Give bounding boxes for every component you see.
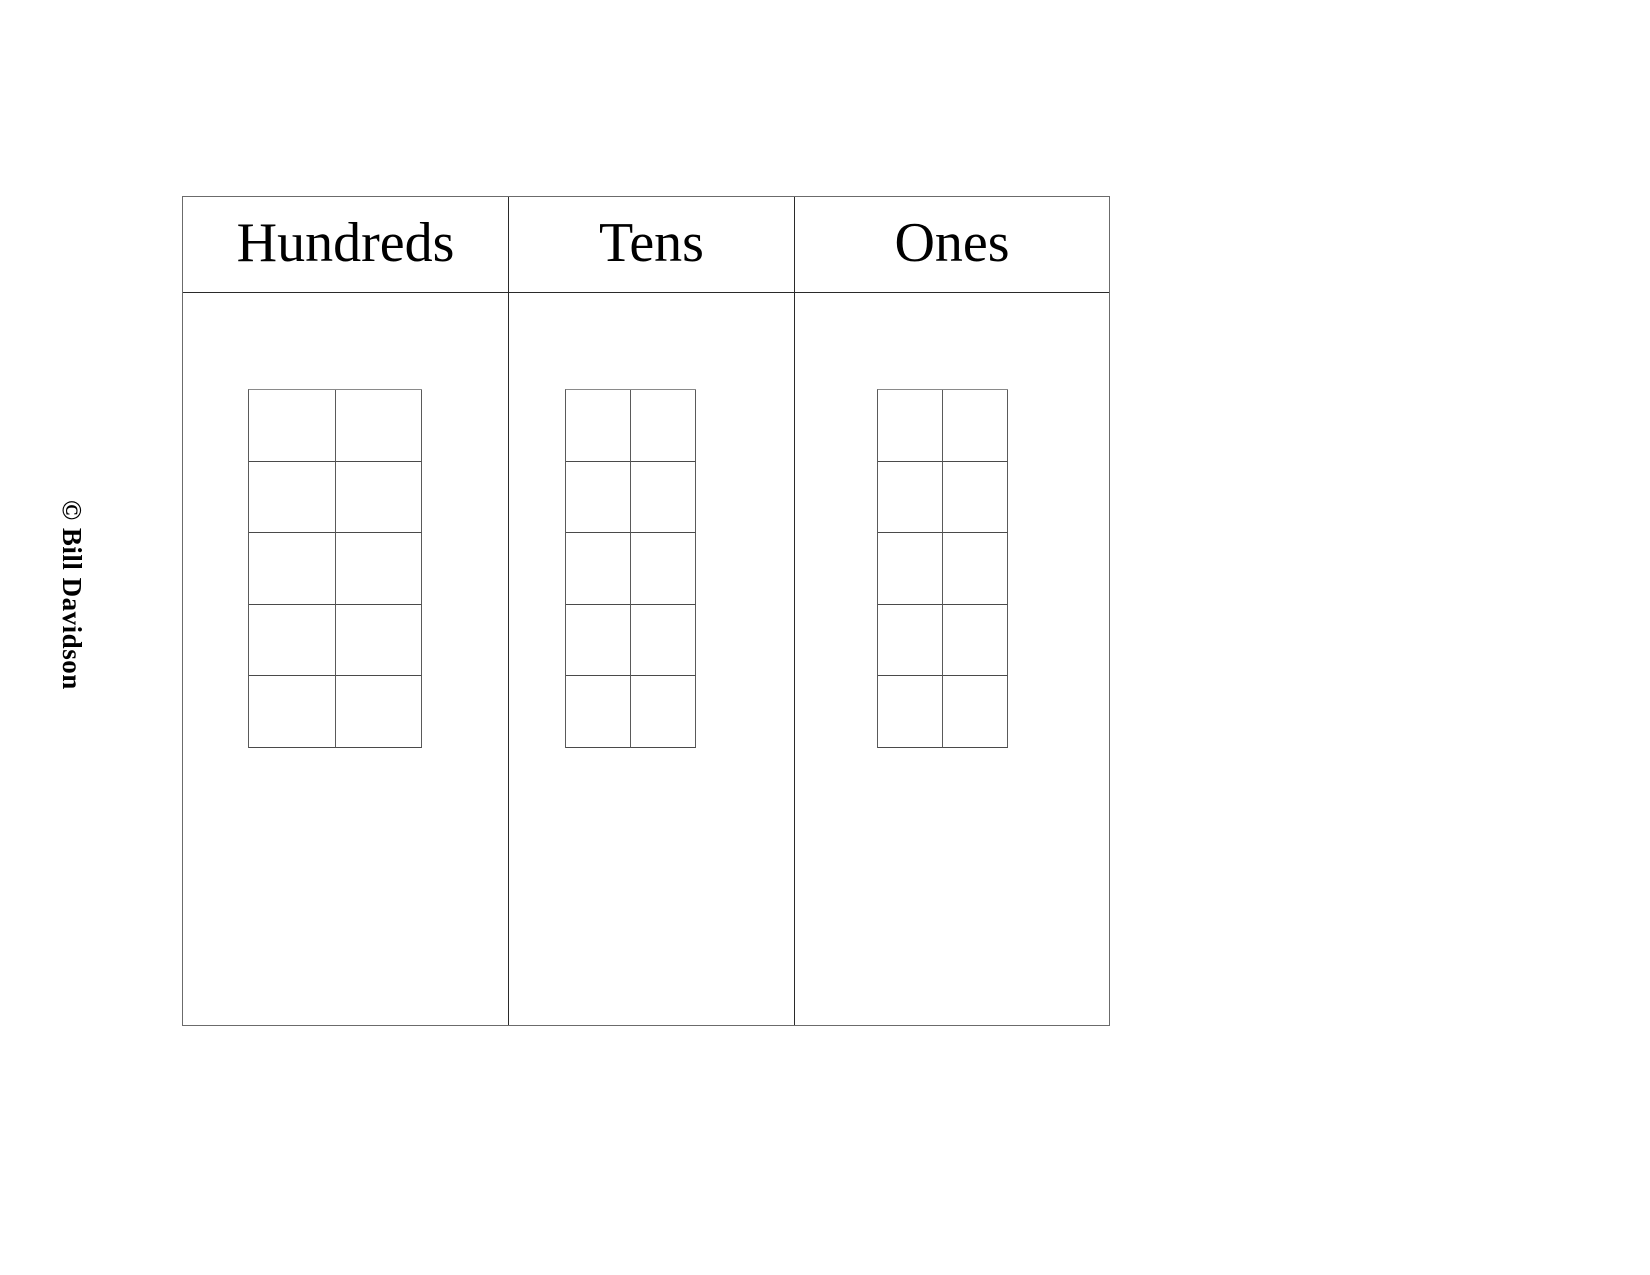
block-grid-tens[interactable] (565, 389, 696, 748)
block-grid-hundreds[interactable] (248, 389, 422, 748)
header-cell-hundreds: Hundreds (183, 197, 509, 292)
block-cell[interactable] (943, 676, 1008, 748)
block-cell[interactable] (878, 676, 943, 748)
block-cell[interactable] (249, 533, 336, 605)
header-label-hundreds: Hundreds (236, 211, 455, 274)
block-cell[interactable] (566, 461, 631, 534)
chart-header-row: Hundreds Tens Ones (183, 197, 1109, 293)
header-cell-ones: Ones (795, 197, 1109, 292)
header-label-ones: Ones (894, 211, 1010, 274)
block-cell[interactable] (249, 390, 336, 462)
block-grid-ones[interactable] (877, 389, 1008, 748)
block-cell[interactable] (631, 604, 696, 677)
block-cell[interactable] (335, 676, 422, 748)
block-cell[interactable] (943, 604, 1008, 677)
block-cell[interactable] (878, 461, 943, 534)
body-cell-hundreds[interactable] (183, 293, 509, 1025)
place-value-chart: Hundreds Tens Ones (182, 196, 1110, 1026)
block-cell[interactable] (943, 533, 1008, 605)
block-cell[interactable] (566, 390, 631, 462)
copyright-notice: © Bill Davidson (57, 500, 87, 690)
block-cell[interactable] (566, 533, 631, 605)
body-cell-tens[interactable] (509, 293, 795, 1025)
block-cell[interactable] (878, 604, 943, 677)
block-cell[interactable] (878, 390, 943, 462)
header-cell-tens: Tens (509, 197, 795, 292)
body-cell-ones[interactable] (795, 293, 1109, 1025)
block-cell[interactable] (249, 604, 336, 677)
block-cell[interactable] (566, 676, 631, 748)
block-cell[interactable] (631, 676, 696, 748)
chart-body-row (183, 293, 1109, 1025)
block-cell[interactable] (631, 533, 696, 605)
header-label-tens: Tens (599, 211, 704, 274)
block-cell[interactable] (249, 676, 336, 748)
block-cell[interactable] (943, 390, 1008, 462)
block-cell[interactable] (566, 604, 631, 677)
block-cell[interactable] (335, 604, 422, 677)
block-cell[interactable] (335, 390, 422, 462)
block-cell[interactable] (943, 461, 1008, 534)
block-cell[interactable] (335, 461, 422, 534)
block-cell[interactable] (631, 390, 696, 462)
block-cell[interactable] (249, 461, 336, 534)
block-cell[interactable] (878, 533, 943, 605)
block-cell[interactable] (335, 533, 422, 605)
block-cell[interactable] (631, 461, 696, 534)
